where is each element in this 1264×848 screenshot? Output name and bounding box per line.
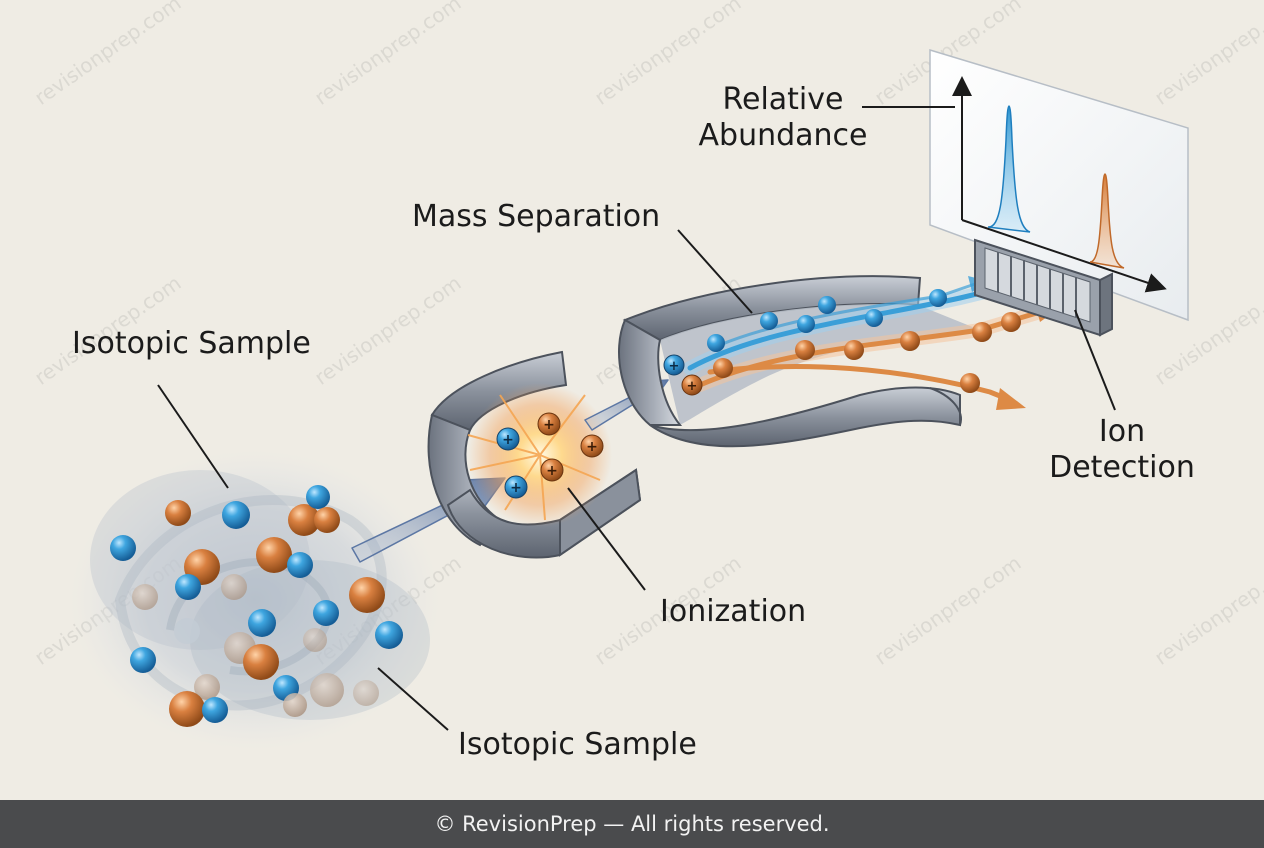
leader-ionization bbox=[567, 487, 646, 591]
heavy-ion: + bbox=[681, 374, 703, 396]
mass-separation-label: Mass Separation bbox=[412, 199, 661, 234]
relative-abundance-label-line2: Abundance bbox=[698, 118, 868, 153]
leader-isotopic-sample-bottom bbox=[377, 667, 449, 731]
ion-plus-symbol: + bbox=[502, 432, 514, 448]
ion-detection-label-line1: Ion bbox=[1098, 414, 1146, 449]
leader-lines bbox=[157, 106, 1116, 731]
light-isotope-peak bbox=[987, 105, 1031, 233]
leader-ion-detection bbox=[1074, 309, 1116, 411]
ion-detector bbox=[974, 238, 1113, 337]
ion-plus-symbol: + bbox=[543, 417, 555, 433]
ion-detection-label-line2: Detection bbox=[1049, 450, 1195, 485]
leader-isotopic-sample-top bbox=[157, 384, 229, 489]
sample-atoms bbox=[110, 485, 403, 727]
isotopic-sample-cloud bbox=[70, 450, 440, 750]
x-axis bbox=[961, 219, 1167, 293]
isotopic-sample-label-top: Isotopic Sample bbox=[72, 326, 311, 361]
heavy-ion: + bbox=[580, 434, 604, 458]
relative-abundance-label-line1: Relative bbox=[722, 82, 844, 117]
ion-detection-label: Ion Detection bbox=[1044, 414, 1200, 486]
separating-ions: + + bbox=[663, 289, 1021, 396]
light-ion: + bbox=[504, 475, 528, 499]
heavy-ion: + bbox=[537, 412, 561, 436]
abundance-spectrum-panel bbox=[929, 48, 1189, 322]
copyright-footer: © RevisionPrep — All rights reserved. bbox=[0, 800, 1264, 848]
light-ion: + bbox=[663, 354, 685, 376]
ion-plus-symbol: + bbox=[546, 463, 558, 479]
ionization-label: Ionization bbox=[660, 594, 807, 629]
heavy-isotope-peak bbox=[1089, 173, 1125, 269]
relative-abundance-label: Relative Abundance bbox=[694, 82, 872, 154]
isotopic-sample-label-bottom: Isotopic Sample bbox=[458, 727, 697, 762]
leader-mass-separation bbox=[677, 229, 753, 314]
ionized-atoms: + + + + + bbox=[496, 412, 604, 499]
light-ion: + bbox=[496, 427, 520, 451]
ion-plus-symbol: + bbox=[669, 359, 680, 374]
ion-plus-symbol: + bbox=[510, 480, 522, 496]
ion-plus-symbol: + bbox=[586, 439, 598, 455]
ionization-chamber bbox=[427, 350, 642, 559]
heavy-ion: + bbox=[540, 458, 564, 482]
ion-plus-symbol: + bbox=[687, 379, 698, 394]
